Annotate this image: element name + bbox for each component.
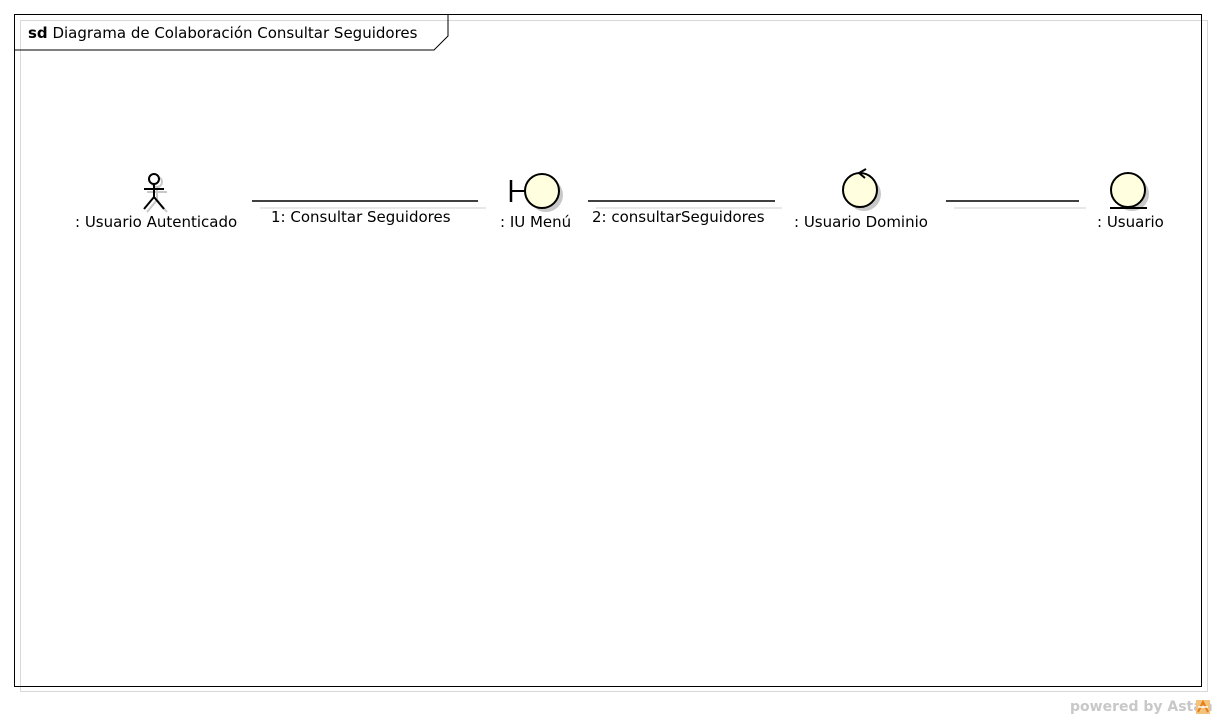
boundary-icon bbox=[509, 173, 563, 212]
control-icon bbox=[842, 168, 881, 211]
link-boundary-control bbox=[588, 200, 782, 209]
participant-label-entity: : Usuario bbox=[1097, 213, 1164, 231]
link-control-entity bbox=[946, 200, 1086, 209]
astah-logo-icon bbox=[1196, 700, 1210, 714]
participant-label-actor: : Usuario Autenticado bbox=[75, 213, 238, 231]
link-actor-boundary bbox=[252, 200, 486, 209]
message-label-2: 2: consultarSeguidores bbox=[592, 208, 765, 226]
watermark-text: powered by Astah bbox=[1070, 699, 1213, 715]
participant-label-boundary: : IU Menú bbox=[500, 213, 572, 231]
frame-title: sd Diagrama de Colaboración Consultar Se… bbox=[28, 24, 417, 42]
participant-label-control: : Usuario Dominio bbox=[794, 213, 928, 231]
actor-icon bbox=[143, 173, 168, 213]
entity-icon bbox=[1110, 172, 1149, 211]
frame-keyword: sd bbox=[28, 24, 48, 42]
frame-title-text: Diagrama de Colaboración Consultar Segui… bbox=[52, 24, 418, 42]
frame-label-box bbox=[14, 14, 449, 51]
message-label-1: 1: Consultar Seguidores bbox=[271, 208, 451, 226]
frame-shadow bbox=[20, 20, 1208, 692]
sequence-diagram-frame bbox=[14, 14, 1202, 687]
